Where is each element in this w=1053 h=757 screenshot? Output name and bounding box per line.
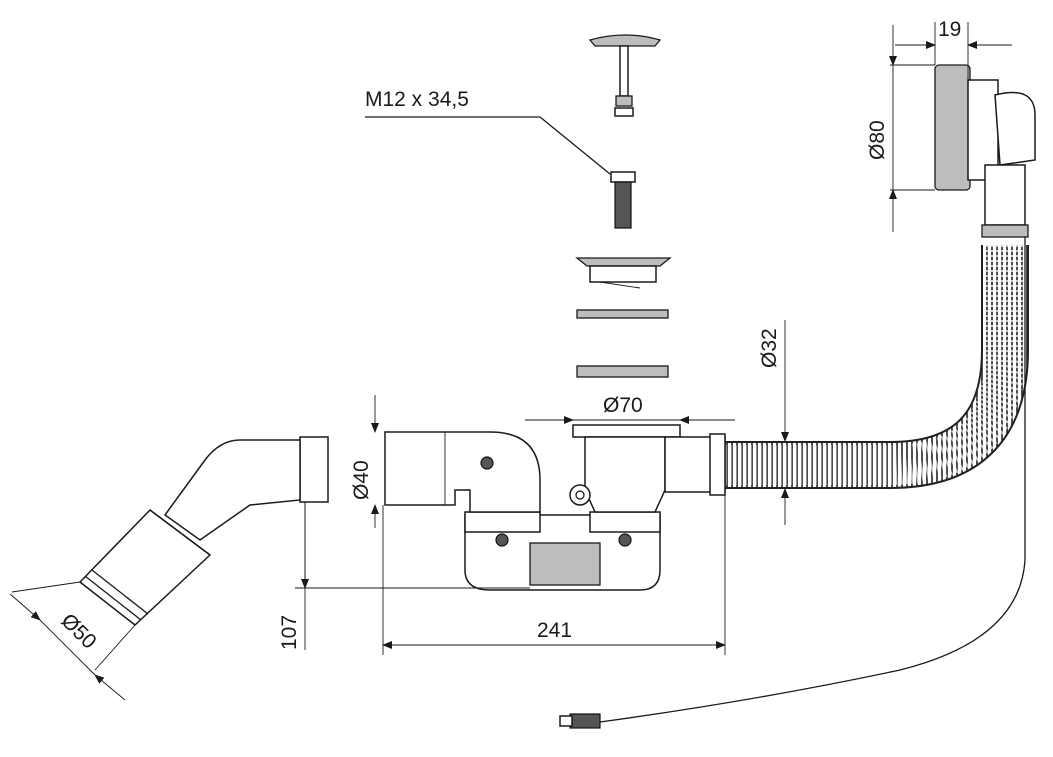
diameter-40-label: Ø40	[350, 460, 373, 500]
outlet-pipe-50	[78, 436, 329, 626]
dimension-diameter-32: Ø32	[758, 320, 789, 525]
dimension-diameter-80: Ø80	[866, 25, 935, 232]
bowden-cable	[559, 237, 1026, 729]
dimension-width-19: 19	[895, 18, 1012, 80]
dimension-diameter-70: Ø70	[525, 394, 735, 424]
dimension-diameter-40: Ø40	[350, 395, 379, 528]
screw-size-label: M12 x 34,5	[365, 88, 469, 111]
width-19-label: 19	[938, 18, 961, 41]
dimension-length-241: 241	[382, 495, 726, 655]
gasket-upper	[576, 309, 669, 319]
diameter-80-label: Ø80	[866, 120, 889, 160]
length-241-label: 241	[537, 619, 572, 642]
strainer	[575, 257, 672, 289]
diameter-50-label: Ø50	[56, 609, 100, 653]
plug-stopper	[588, 34, 662, 117]
diameter-32-label: Ø32	[758, 328, 781, 368]
height-107-label: 107	[278, 615, 301, 650]
diameter-70-label: Ø70	[603, 394, 643, 417]
siphon-trap	[384, 424, 726, 591]
overflow-head	[934, 64, 1036, 238]
gasket-lower	[576, 365, 669, 378]
screw: M12 x 34,5	[365, 88, 636, 229]
